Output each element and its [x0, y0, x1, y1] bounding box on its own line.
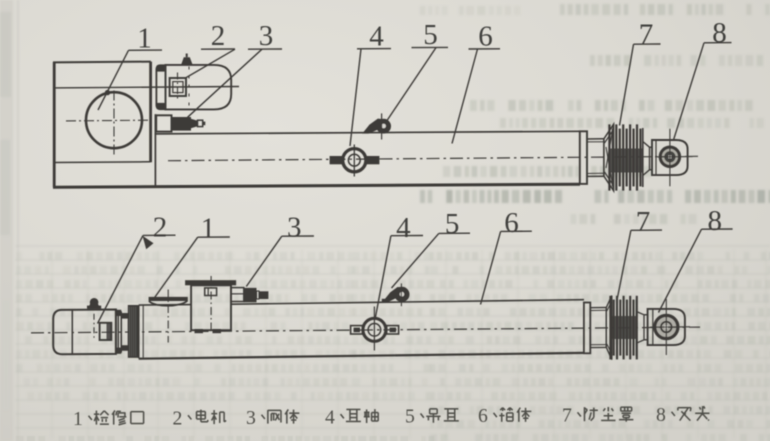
svg-text:1: 1 [201, 213, 216, 245]
svg-text:5: 5 [423, 19, 438, 51]
svg-text:8: 8 [707, 205, 722, 237]
svg-text:6: 6 [478, 21, 493, 53]
svg-text:3: 3 [259, 20, 274, 52]
svg-text:5: 5 [405, 406, 415, 428]
svg-text:3: 3 [287, 212, 302, 244]
svg-text:2: 2 [211, 20, 226, 52]
svg-text:1: 1 [73, 408, 83, 430]
svg-text:8: 8 [712, 17, 727, 49]
svg-text:6: 6 [504, 207, 519, 239]
svg-text:3: 3 [246, 407, 256, 429]
svg-text:7: 7 [562, 405, 572, 427]
svg-text:8: 8 [656, 404, 666, 426]
svg-text:1: 1 [137, 23, 152, 55]
svg-text:4: 4 [396, 212, 411, 244]
svg-text:2: 2 [153, 212, 168, 244]
svg-text:4: 4 [369, 20, 384, 52]
svg-text:4: 4 [325, 406, 335, 428]
svg-text:7: 7 [636, 206, 651, 238]
svg-text:6: 6 [478, 405, 488, 427]
svg-text:7: 7 [639, 18, 654, 50]
svg-text:5: 5 [445, 208, 460, 240]
svg-text:2: 2 [172, 407, 182, 429]
